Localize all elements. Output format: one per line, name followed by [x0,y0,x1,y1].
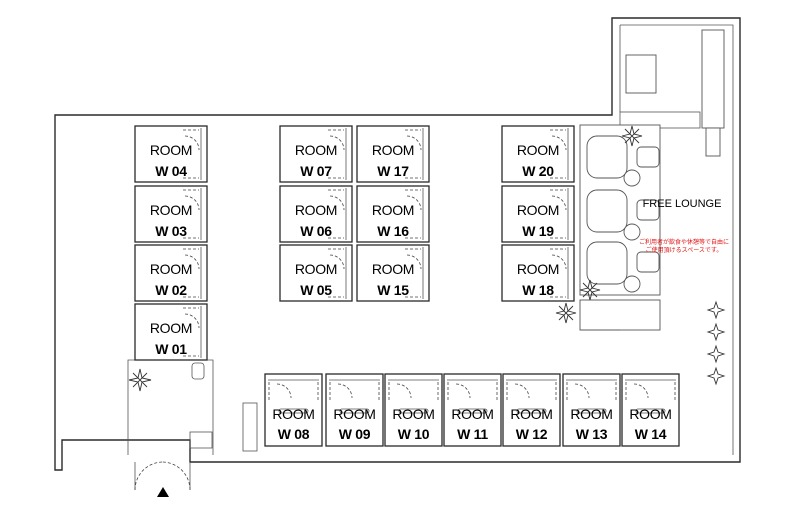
room-number: W 14 [635,426,667,442]
room-w14[interactable]: ROOM W 14 [621,373,680,447]
room-number: W 12 [516,426,548,442]
room-w10[interactable]: ROOM W 10 [384,373,443,447]
lounge-note-line1: ご利用者が飲食や休憩等で自由に [639,238,729,246]
room-w18[interactable]: ROOM W 18 [501,244,575,302]
room-w05[interactable]: ROOM W 05 [279,244,353,302]
door-swing-icon [337,383,353,399]
room-w12[interactable]: ROOM W 12 [502,373,561,447]
room-label: ROOM [372,202,414,218]
room-w08[interactable]: ROOM W 08 [264,373,323,447]
room-label: ROOM [517,142,559,158]
room-label: ROOM [272,406,314,422]
room-w07[interactable]: ROOM W 07 [279,125,353,183]
room-number: W 05 [300,282,332,298]
door-swing-icon [184,195,200,211]
room-number: W 16 [377,223,409,239]
plant-icon [128,368,152,392]
room-w02[interactable]: ROOM W 02 [134,244,208,302]
room-w19[interactable]: ROOM W 19 [501,185,575,243]
plants [128,125,726,392]
room-label: ROOM [295,202,337,218]
room-label: ROOM [150,320,192,336]
room-label: ROOM [517,202,559,218]
plant-icon [706,300,726,320]
door-swing-icon [184,313,200,329]
door-swing-icon [329,135,345,151]
room-label: ROOM [629,406,671,422]
door-swing-icon [551,254,567,270]
room-label: ROOM [517,261,559,277]
door-swing-icon [406,195,422,211]
room-label: ROOM [570,406,612,422]
door-swing-icon [329,195,345,211]
door-swing-icon [551,195,567,211]
room-w03[interactable]: ROOM W 03 [134,185,208,243]
room-number: W 07 [300,163,332,179]
room-w16[interactable]: ROOM W 16 [356,185,430,243]
plant-icon [621,125,643,147]
room-number: W 04 [155,163,187,179]
entrance[interactable] [134,461,191,497]
lounge-note-line2: ご使用頂けるスペースです。 [646,246,723,254]
rooms: ROOM W 04 ROOM W 03 ROOM W 02 ROOM W 01 ROOM W 07… [134,125,680,447]
room-w20[interactable]: ROOM W 20 [501,125,575,183]
plant-icon [706,366,726,386]
entrance-arrow-icon [157,487,169,497]
room-w13[interactable]: ROOM W 13 [562,373,621,447]
room-label: ROOM [372,261,414,277]
door-swing-icon [455,383,471,399]
room-w01[interactable]: ROOM W 01 [134,303,208,361]
door-swing-icon [184,135,200,151]
lounge-furniture [579,124,661,331]
room-label: ROOM [510,406,552,422]
room-w15[interactable]: ROOM W 15 [356,244,430,302]
room-number: W 13 [576,426,608,442]
room-number: W 08 [278,426,310,442]
door-swing-icon [551,135,567,151]
room-number: W 01 [155,341,187,357]
room-w17[interactable]: ROOM W 17 [356,125,430,183]
room-number: W 11 [457,426,488,442]
room-number: W 03 [155,223,187,239]
room-number: W 18 [522,282,554,298]
door-swing-icon [406,135,422,151]
room-number: W 06 [300,223,332,239]
plant-icon [555,302,577,324]
plant-icon [579,279,601,301]
door-swing-icon [406,254,422,270]
lounge-title: FREE LOUNGE [643,198,722,210]
room-label: ROOM [295,142,337,158]
plant-icon [706,322,726,342]
room-w11[interactable]: ROOM W 11 [443,373,502,447]
room-label: ROOM [333,406,375,422]
room-number: W 15 [377,282,409,298]
room-number: W 19 [522,223,554,239]
door-swing-icon [514,383,530,399]
door-swing-icon [396,383,412,399]
room-label: ROOM [451,406,493,422]
room-number: W 17 [377,163,409,179]
room-label: ROOM [150,261,192,277]
room-number: W 02 [155,282,187,298]
room-number: W 10 [398,426,430,442]
room-number: W 09 [339,426,371,442]
room-label: ROOM [372,142,414,158]
door-swing-icon [276,383,292,399]
room-label: ROOM [150,202,192,218]
room-label: ROOM [295,261,337,277]
door-swing-icon [633,383,649,399]
door-swing-icon [574,383,590,399]
door-swing-icon [184,254,200,270]
room-w06[interactable]: ROOM W 06 [279,185,353,243]
free-lounge: FREE LOUNGE ご利用者が飲食や休憩等で自由に ご使用頂けるスペースです… [639,198,729,254]
room-label: ROOM [392,406,434,422]
door-swing-icon [329,254,345,270]
room-label: ROOM [150,142,192,158]
counter-area [619,29,725,157]
room-w09[interactable]: ROOM W 09 [325,373,384,447]
plant-icon [706,344,726,364]
room-w04[interactable]: ROOM W 04 [134,125,208,183]
room-number: W 20 [522,163,554,179]
